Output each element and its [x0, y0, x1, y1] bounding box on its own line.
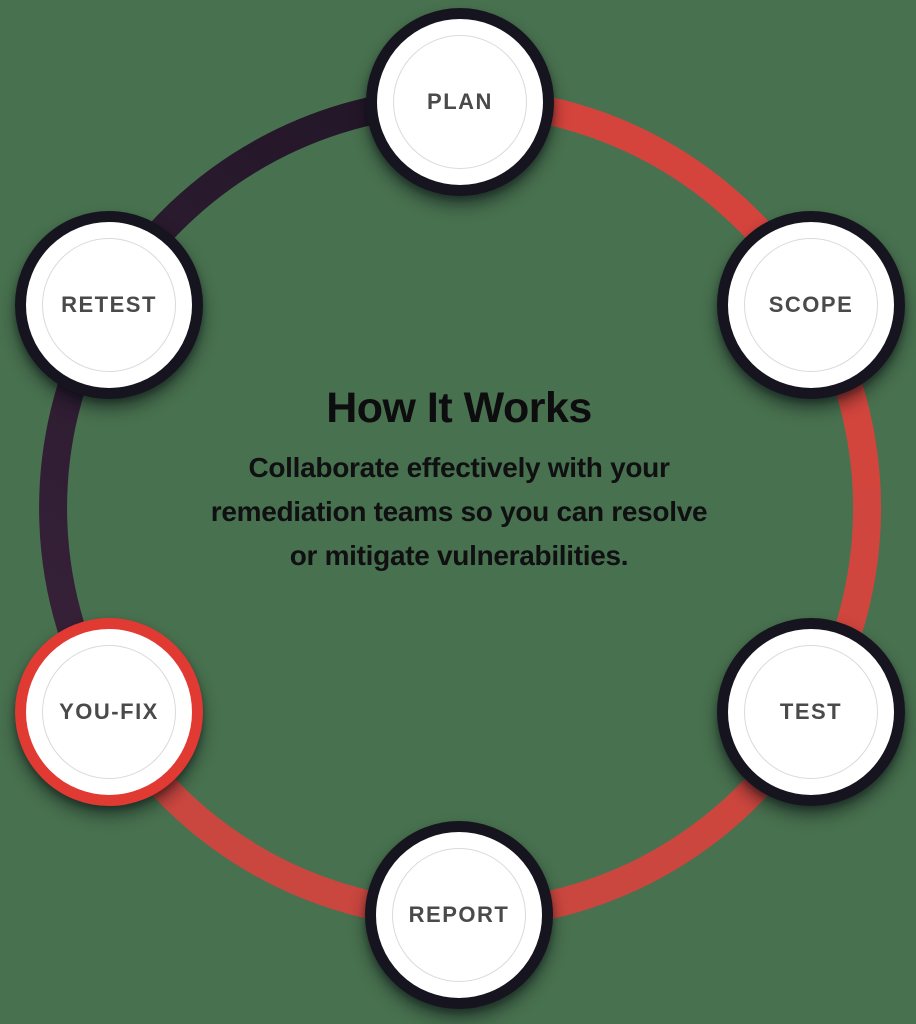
subtitle-line: or mitigate vulnerabilities.	[289, 540, 629, 571]
diagram-subtitle: Collaborate effectively with your remedi…	[139, 446, 779, 578]
step-node-retest: RETEST	[15, 211, 203, 399]
step-label-scope: SCOPE	[768, 292, 854, 317]
subtitle-line: Collaborate effectively with your	[248, 452, 670, 483]
step-label-plan: PLAN	[427, 89, 493, 114]
diagram-title: How It Works	[326, 384, 592, 432]
step-node-scope: SCOPE	[717, 211, 905, 399]
center-text-block: How It Works Collaborate effectively wit…	[139, 383, 779, 578]
node-inner-ring	[393, 35, 527, 169]
node-inner-ring	[392, 848, 526, 982]
step-label-retest: RETEST	[61, 292, 157, 317]
step-label-report: REPORT	[408, 902, 510, 927]
subtitle-line: remediation teams so you can resolve	[210, 496, 708, 527]
step-node-you-fix: YOU-FIX	[15, 618, 203, 806]
step-node-plan: PLAN	[366, 8, 554, 196]
node-inner-ring	[744, 238, 878, 372]
step-label-you-fix: YOU-FIX	[59, 699, 159, 724]
step-node-report: REPORT	[365, 821, 553, 1009]
node-inner-ring	[42, 645, 176, 779]
node-inner-ring	[42, 238, 176, 372]
step-label-test: TEST	[779, 699, 843, 724]
step-node-test: TEST	[717, 618, 905, 806]
node-inner-ring	[744, 645, 878, 779]
